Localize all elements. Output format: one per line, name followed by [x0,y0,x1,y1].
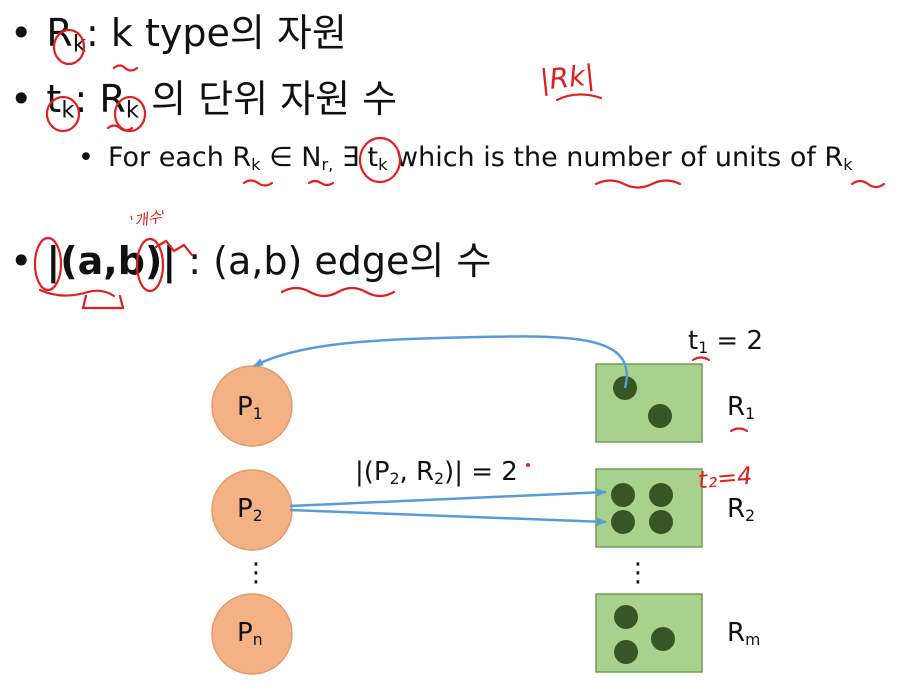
squiggle-under-r-abs [555,93,603,102]
label-sub: 2 [745,506,755,525]
ink-dot [526,463,530,467]
label-text: |(P [355,457,390,487]
bullet-marker: • [78,142,94,173]
handwritten-t2-eq: t₂=4 [696,461,754,495]
squiggle-under-number [594,179,682,189]
resource-label-rm: Rm [727,620,760,648]
assignment-edge-r1-p1 [253,335,628,389]
label-sub: n [252,630,263,649]
label-text: = 2 [708,326,763,356]
resource-unit-dot [611,483,635,507]
symbol-sub: k [61,97,75,124]
resource-unit-dot [614,605,638,629]
bullet-marker: • [10,239,33,283]
label-text: P [237,618,253,648]
resource-unit-dot [614,640,638,664]
resource-node-r1 [595,363,703,443]
ellipsis-resource: ⋮ [625,558,651,588]
process-label-p2: P2 [237,496,263,524]
edge-notation: |(a,b)| [46,239,177,283]
symbol-t: t [46,77,62,121]
label-sub: 2 [252,506,263,525]
label-text: R [727,392,746,422]
symbol-r: R [99,77,126,121]
underline-a-b [38,288,116,298]
resource-label-r2: R2 [727,496,755,524]
label-sub: 2 [389,469,400,488]
text-part: For each R [107,142,252,173]
squiggle-under-k [112,64,139,72]
bullet-marker: • [10,77,33,121]
symbol-r: R [46,11,73,55]
handwritten-count: '개수' [128,207,168,231]
squiggle-under-rk [106,124,134,132]
process-label-pn: Pn [237,620,263,648]
text-part: ∃ t [333,142,379,173]
resource-unit-dot [649,483,673,507]
resource-unit-dot [649,510,673,534]
label-sub: 1 [698,338,709,357]
label-text: t [688,326,699,356]
process-label-p1: P1 [237,394,263,422]
text-part: which is the number of units of R [387,142,844,173]
resource-unit-dot [651,627,675,651]
ellipsis-process: ⋮ [243,558,269,588]
symbol-sub: k [72,31,87,58]
bullet-edge-count: • |(a,b)| : (a,b) edge의 수 [10,242,491,280]
sub-bullet-for-each: •For each Rk ∈ Nr, ∃ tk which is the num… [78,144,853,173]
label-sub: m [745,630,761,649]
label-text: , R [399,457,435,487]
squiggle-under-r1 [729,427,749,433]
text-part: ∈ N [260,142,322,173]
definition-text: 의 단위 자원 수 [139,77,398,121]
label-text: )| = 2 [444,457,518,487]
resource-unit-dot [611,510,635,534]
resource-label-r1: R1 [727,394,755,422]
label-text: R [727,618,746,648]
squiggle-under-edge [280,286,396,298]
label-sub: 1 [745,404,755,423]
edge-count-label: |(P2, R2)| = 2 [355,459,518,487]
handwritten-r-abs: |Rk| [538,58,597,97]
text-sub: k [843,155,853,175]
resource-unit-dot [613,376,637,400]
label-sub: 2 [434,469,445,488]
label-text: P [237,494,253,524]
label-text: P [237,392,253,422]
bracket-a-b [81,294,125,310]
resource-unit-dot [648,404,672,428]
separator: : [74,77,100,121]
separator: : [86,11,111,55]
symbol-sub: k [125,97,140,124]
bullet-marker: • [10,11,33,55]
definition-text: : (a,b) edge의 수 [176,239,492,283]
label-sub: 1 [252,404,263,423]
text-sub: r, [321,155,334,175]
bullet-tk-definition: •tk: Rk 의 단위 자원 수 [10,80,397,122]
resource-node-r2 [595,468,703,548]
squiggle-under-nr [307,179,335,187]
squiggle-under-t1 [691,356,711,362]
text-sub: k [251,155,261,175]
resource-node-rm [595,593,703,673]
request-edge-p2-r2-b [289,508,607,526]
definition-text: k type의 자원 [110,11,347,55]
request-edge-p2-r2-a [289,488,607,508]
t1-label: t1 = 2 [688,328,763,356]
squiggle-under-rk [850,179,886,189]
label-text: R [727,494,746,524]
bullet-rk-definition: • Rk: k type의 자원 [10,14,347,56]
squiggle-under-rk [242,179,274,187]
